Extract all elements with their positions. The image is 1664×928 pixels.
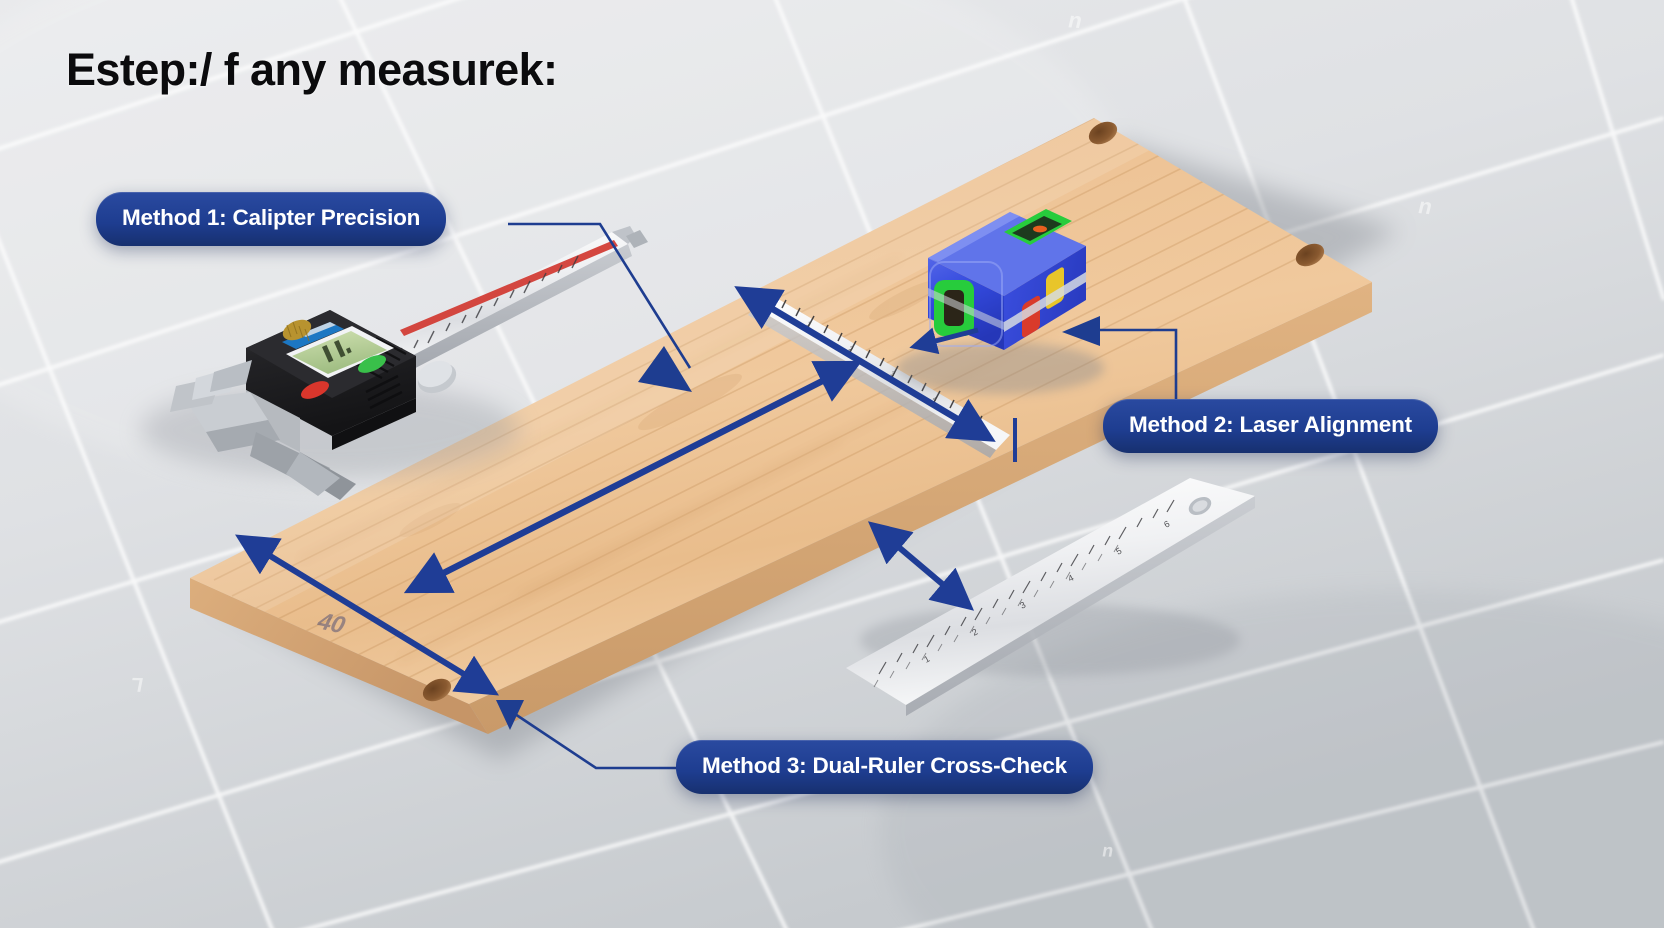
svg-text:4: 4 (1066, 573, 1075, 584)
caliper-red-button (301, 381, 329, 399)
badge-method-3[interactable]: Method 3: Dual-Ruler Cross-Check (676, 740, 1093, 794)
caliper-green-button (358, 355, 386, 373)
leader-line-method-1 (508, 222, 692, 369)
leader-arrowhead-method-3 (496, 700, 524, 730)
badge-method-3-label: Method 3: Dual-Ruler Cross-Check (702, 753, 1067, 778)
width-arrow (734, 286, 996, 442)
svg-text:6: 6 (1162, 519, 1171, 530)
badge-method-2-label: Method 2: Laser Alignment (1129, 412, 1412, 437)
laser-pointer-arrow (909, 327, 979, 355)
badge-method-1-label: Method 1: Calipter Precision (122, 205, 421, 230)
svg-text:2: 2 (970, 627, 979, 638)
steel-ruler-loose: 1 2 3 4 5 6 (846, 478, 1255, 716)
edge-arrow (235, 534, 499, 696)
plank-hole (1295, 243, 1325, 267)
badge-method-1[interactable]: Method 1: Calipter Precision (96, 192, 447, 246)
leader-line-method-2 (1090, 328, 1178, 404)
svg-text:1: 1 (922, 654, 931, 665)
leader-arrowhead-method-2 (1062, 316, 1100, 346)
caliper-label (282, 322, 344, 349)
length-arrow (403, 360, 863, 594)
badge-method-2[interactable]: Method 2: Laser Alignment (1103, 399, 1438, 453)
leader-line-method-3 (511, 710, 700, 770)
svg-text:3: 3 (1018, 600, 1027, 611)
page-title: Estep:/ f any measurek: (66, 44, 558, 95)
digital-caliper (140, 226, 648, 500)
svg-text:5: 5 (1114, 546, 1123, 557)
ruler-gap-arrow (867, 521, 975, 611)
laser-top-indicator (1033, 225, 1047, 233)
leader-arrowhead-method-1 (638, 346, 692, 392)
plank-hole (1088, 121, 1118, 145)
